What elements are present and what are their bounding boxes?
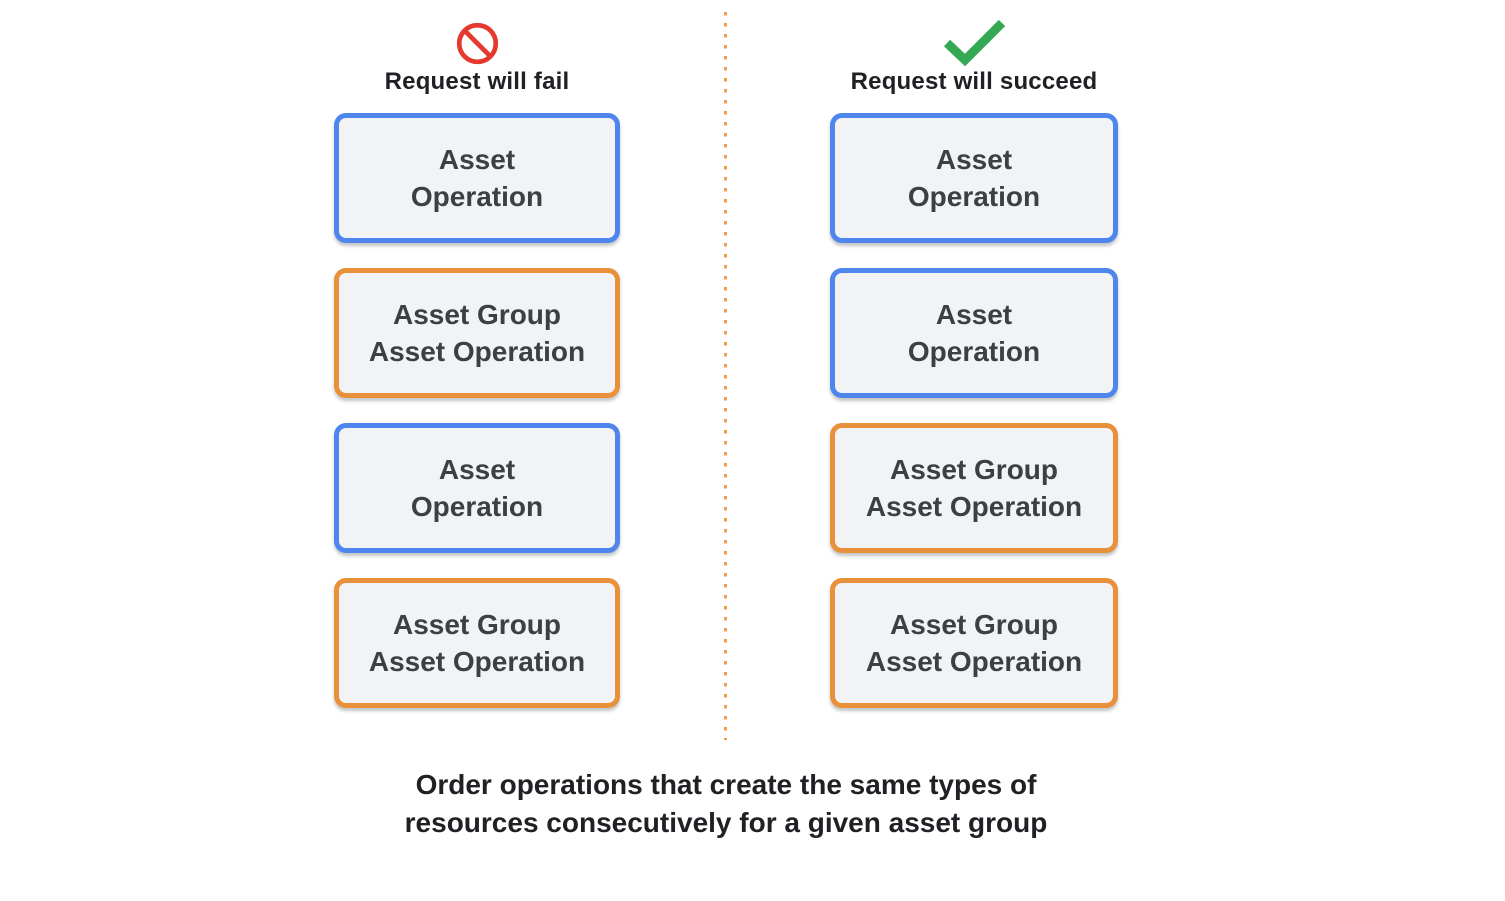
asset-group-asset-operation-box: Asset Group Asset Operation [830,423,1118,553]
box-label-line: Asset Operation [865,491,1083,522]
fail-column: Request will fail Asset Operation Asset … [334,12,620,708]
box-label-line: Asset Group [392,299,562,330]
box-label-line: Asset [438,144,516,175]
asset-group-asset-operation-box: Asset Group Asset Operation [334,268,620,398]
box-label-line: Operation [907,181,1041,212]
box-label-line: Operation [410,181,544,212]
diagram-caption: Order operations that create the same ty… [0,766,1452,842]
asset-operation-box: Asset Operation [830,268,1118,398]
success-column-header: Request will succeed [850,68,1098,95]
box-label-line: Operation [907,336,1041,367]
asset-group-asset-operation-box: Asset Group Asset Operation [830,578,1118,708]
caption-line: resources consecutively for a given asse… [404,807,1048,838]
success-icon-wrap [939,12,1009,66]
caption-line: Order operations that create the same ty… [415,769,1037,800]
box-label-line: Asset Group [889,609,1059,640]
asset-operation-box: Asset Operation [830,113,1118,243]
box-label-line: Asset Operation [865,646,1083,677]
box-label-line: Operation [410,491,544,522]
dotted-divider [724,12,727,740]
fail-icon-wrap [455,12,500,66]
box-label-line: Asset [438,454,516,485]
prohibition-icon [455,21,500,66]
box-label-line: Asset Group [889,454,1059,485]
asset-group-asset-operation-box: Asset Group Asset Operation [334,578,620,708]
asset-operation-box: Asset Operation [334,423,620,553]
box-label-line: Asset Operation [368,336,586,367]
success-boxes: Asset Operation Asset Operation Asset Gr… [830,113,1118,708]
fail-column-header: Request will fail [384,68,570,95]
success-column: Request will succeed Asset Operation Ass… [830,12,1118,708]
checkmark-icon [939,18,1009,66]
box-label-line: Asset [935,144,1013,175]
fail-boxes: Asset Operation Asset Group Asset Operat… [334,113,620,708]
box-label-line: Asset Operation [368,646,586,677]
box-label-line: Asset Group [392,609,562,640]
box-label-line: Asset [935,299,1013,330]
asset-operation-box: Asset Operation [334,113,620,243]
